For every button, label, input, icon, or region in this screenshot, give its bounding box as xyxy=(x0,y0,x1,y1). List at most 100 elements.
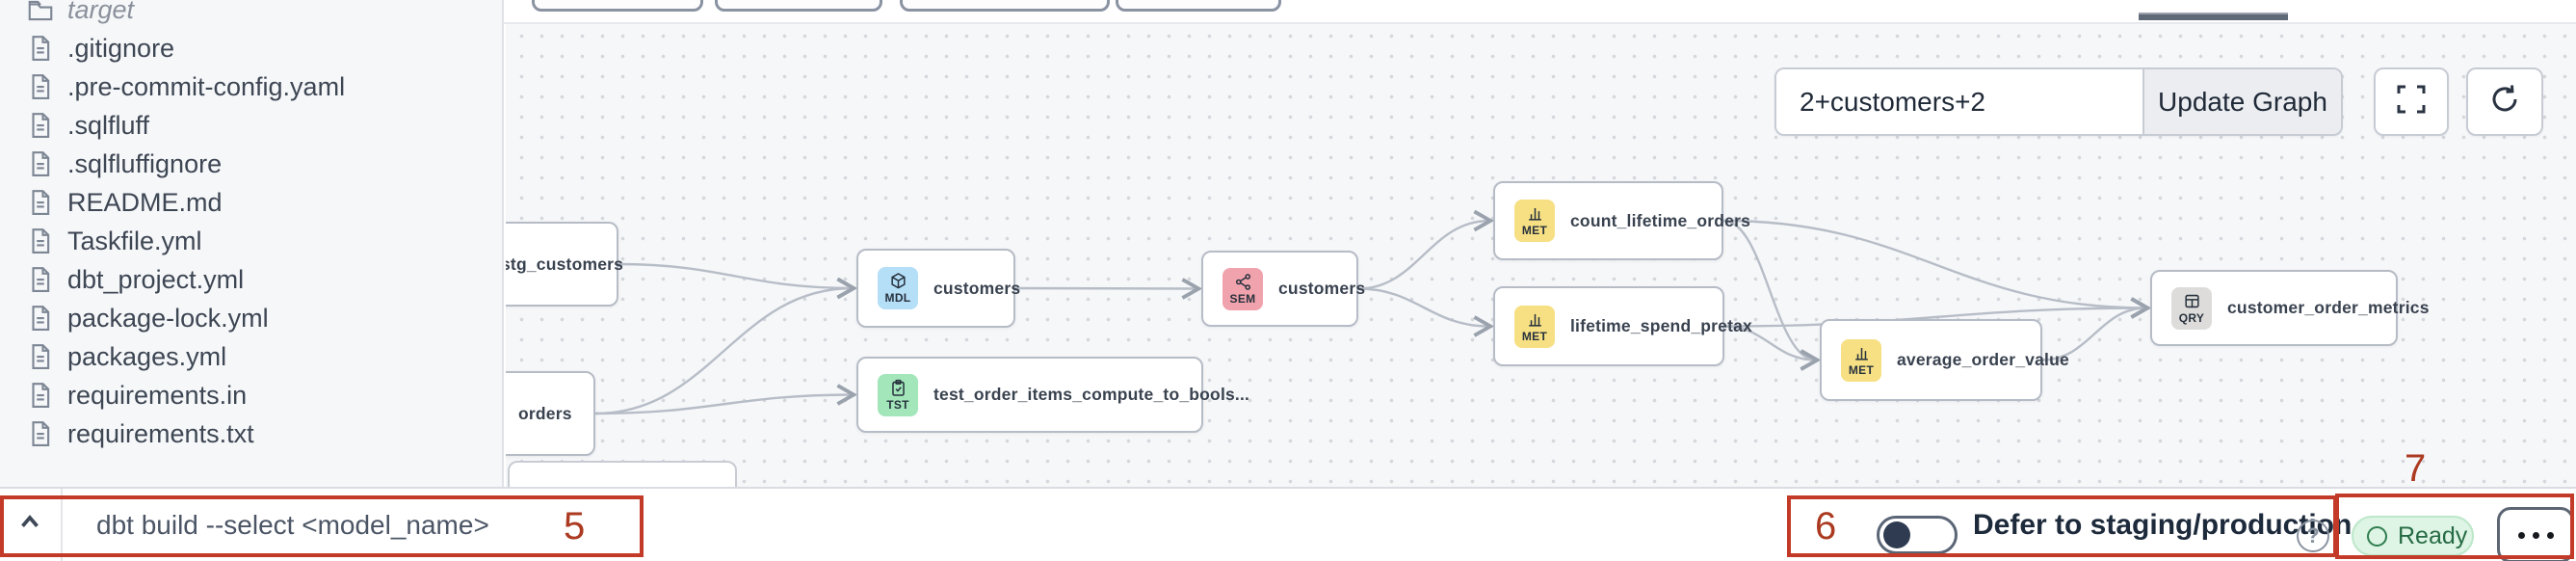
file-row[interactable]: packages.yml xyxy=(0,337,502,376)
tst-icon xyxy=(889,379,907,397)
selector-group: Update Graph xyxy=(1774,67,2343,136)
node-label: stg_customers xyxy=(506,254,624,274)
sem-badge: SEM xyxy=(1222,267,1263,310)
file-row[interactable]: Taskfile.yml xyxy=(0,222,502,260)
badge-label: MDL xyxy=(884,291,911,305)
document-icon xyxy=(26,149,55,178)
fullscreen-button[interactable] xyxy=(2374,67,2449,136)
node-label: test_order_items_compute_to_bools... xyxy=(933,385,1250,404)
file-name: .pre-commit-config.yaml xyxy=(67,71,346,101)
sem-icon xyxy=(1234,273,1252,291)
document-icon xyxy=(26,342,55,371)
node-label: lifetime_spend_pretax xyxy=(1570,316,1752,335)
file-row[interactable]: dbt_project.yml xyxy=(0,260,502,299)
lineage-node-average_order_value[interactable]: MET average_order_value xyxy=(1820,319,2069,401)
met-icon xyxy=(1853,344,1871,362)
node-label: customer_order_metrics xyxy=(2227,298,2430,317)
toolbar-button-cutoff[interactable] xyxy=(715,0,882,12)
toggle-knob xyxy=(1883,521,1910,548)
document-icon xyxy=(26,72,55,101)
toolbar-button-cutoff[interactable] xyxy=(900,0,1110,12)
fullscreen-icon xyxy=(2395,83,2428,120)
chevron-up-icon xyxy=(15,508,44,542)
mdl-icon xyxy=(889,272,907,290)
lineage-node-lifetime_spend_pretax[interactable]: MET lifetime_spend_pretax xyxy=(1493,286,1752,366)
met-icon xyxy=(1526,204,1544,223)
file-row[interactable]: requirements.txt xyxy=(0,414,502,453)
selector-input[interactable] xyxy=(1776,69,2142,134)
file-row[interactable]: requirements.in xyxy=(0,376,502,414)
file-name: requirements.in xyxy=(67,380,248,410)
lineage-node-customer_order_metrics[interactable]: QRY customer_order_metrics xyxy=(2150,270,2429,346)
toolbar-button-cutoff[interactable] xyxy=(532,0,703,12)
status-label: Ready xyxy=(2398,521,2468,549)
badge-label: SEM xyxy=(1229,291,1256,306)
edge-orders-to-test_order_items xyxy=(594,395,853,415)
folder-icon xyxy=(26,0,55,24)
file-row[interactable]: .pre-commit-config.yaml xyxy=(0,67,502,106)
file-name: .sqlfluff xyxy=(67,110,150,140)
badge-label: MET xyxy=(1521,224,1548,237)
lineage-node-count_lifetime_orders[interactable]: MET count_lifetime_orders xyxy=(1493,181,1750,260)
file-list: target .gitignore .pre-commit-config.yaml.… xyxy=(0,0,502,453)
defer-toggle[interactable] xyxy=(1877,516,1958,554)
file-row[interactable]: .gitignore xyxy=(0,29,502,67)
file-name: packages.yml xyxy=(67,341,227,371)
update-graph-button[interactable]: Update Graph xyxy=(2142,69,2341,134)
edge-customers_sem-to-count_lifetime_orders xyxy=(1357,221,1489,290)
file-row[interactable]: target xyxy=(0,0,502,29)
document-icon xyxy=(26,111,55,140)
file-name: target xyxy=(67,0,135,24)
command-input[interactable]: dbt build --select <model_name> xyxy=(96,509,489,540)
badge-label: QRY xyxy=(2178,310,2205,325)
active-tab-indicator xyxy=(2139,13,2288,20)
edge-orders-to-customers_mdl xyxy=(594,288,853,415)
file-name: .gitignore xyxy=(67,33,175,63)
file-explorer: target .gitignore .pre-commit-config.yaml.… xyxy=(0,0,504,487)
toolbar-button-cutoff[interactable] xyxy=(1116,0,1281,12)
file-row[interactable]: .sqlfluff xyxy=(0,106,502,145)
defer-toggle-label: Defer to staging/production xyxy=(1973,508,2353,541)
file-name: dbt_project.yml xyxy=(67,264,245,294)
document-icon xyxy=(26,227,55,255)
bottom-command-bar: dbt build --select <model_name> Defer to… xyxy=(0,487,2576,561)
met-badge: MET xyxy=(1514,305,1555,348)
edge-count_lifetime_orders-to-average_order_value xyxy=(1722,219,1816,361)
refresh-icon xyxy=(2487,82,2522,121)
edge-customers_mdl-to-customers_sem xyxy=(1014,288,1197,289)
file-row[interactable]: .sqlfluffignore xyxy=(0,145,502,183)
file-name: Taskfile.yml xyxy=(67,226,202,255)
node-label: customers xyxy=(933,278,1021,298)
top-toolbar xyxy=(504,0,2576,24)
file-row[interactable]: package-lock.yml xyxy=(0,299,502,337)
help-icon[interactable]: ? xyxy=(2297,520,2329,552)
qry-icon xyxy=(2183,292,2201,310)
minimap-panel-cutoff xyxy=(508,461,737,487)
file-name: requirements.txt xyxy=(67,418,254,448)
file-name: .sqlfluffignore xyxy=(67,148,223,178)
status-badge: Ready xyxy=(2352,516,2474,556)
file-row[interactable]: README.md xyxy=(0,183,502,222)
more-options-button[interactable] xyxy=(2497,507,2574,561)
mdl-badge: MDL xyxy=(878,267,918,309)
document-icon xyxy=(26,34,55,63)
badge-label: MET xyxy=(1848,362,1875,377)
node-label: count_lifetime_orders xyxy=(1570,210,1751,230)
file-name: README.md xyxy=(67,187,223,217)
lineage-node-customers_mdl[interactable]: MDL customers xyxy=(856,249,1020,328)
document-icon xyxy=(26,188,55,217)
lineage-node-orders[interactable]: MDLorders xyxy=(506,371,595,456)
lineage-canvas[interactable]: MDLstg_customersMDLorders MDL customersTST… xyxy=(506,24,2576,487)
node-label: average_order_value xyxy=(1897,350,2069,369)
lineage-node-stg_customers[interactable]: MDLstg_customers xyxy=(506,222,623,307)
met-badge: MET xyxy=(1514,200,1555,242)
document-icon xyxy=(26,265,55,294)
document-icon xyxy=(26,304,55,333)
badge-label: MET xyxy=(1521,329,1548,343)
expand-history-button[interactable] xyxy=(8,502,52,547)
refresh-button[interactable] xyxy=(2466,67,2543,136)
node-label: orders xyxy=(518,403,572,423)
